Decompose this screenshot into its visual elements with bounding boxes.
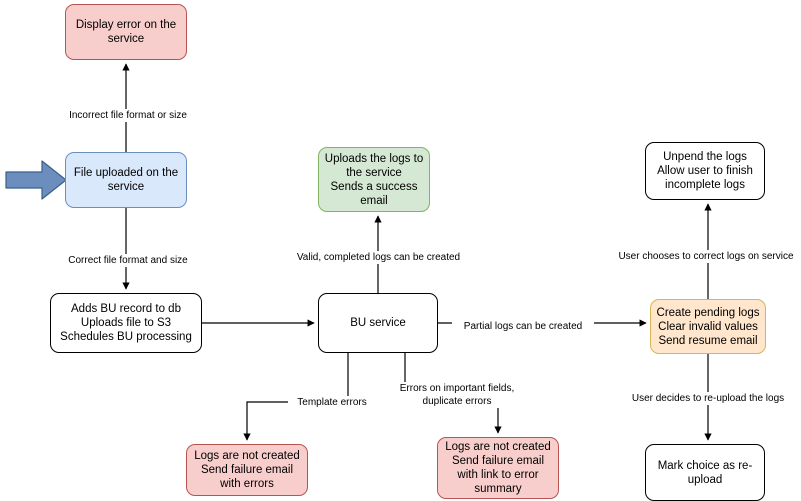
input-block-arrow-icon <box>5 160 67 200</box>
node-display-error[interactable]: Display error on the service <box>65 4 187 60</box>
node-bu-service[interactable]: BU service <box>318 293 438 353</box>
edge-label-errors-important: Errors on important fields, duplicate er… <box>390 382 524 408</box>
node-create-pending-logs[interactable]: Create pending logs Clear invalid values… <box>650 299 766 354</box>
node-adds-bu-record[interactable]: Adds BU record to db Uploads file to S3 … <box>50 293 202 353</box>
edge-label-user-chooses: User chooses to correct logs on service <box>606 250 801 263</box>
edge-label-user-redecides: User decides to re-upload the logs <box>618 392 798 405</box>
node-file-uploaded[interactable]: File uploaded on the service <box>65 152 187 208</box>
node-uploads-logs[interactable]: Uploads the logs to the service Sends a … <box>318 147 430 212</box>
edge-label-partial-logs: Partial logs can be created <box>452 320 594 333</box>
edge-label-template-errors: Template errors <box>288 396 376 409</box>
edge-label-valid-completed: Valid, completed logs can be created <box>284 251 473 264</box>
node-logs-not-created-template[interactable]: Logs are not created Send failure email … <box>186 444 308 496</box>
edge-label-incorrect-format: Incorrect file format or size <box>58 109 198 122</box>
edge-label-correct-format: Correct file format and size <box>58 254 198 267</box>
node-mark-choice[interactable]: Mark choice as re- upload <box>645 444 765 501</box>
node-logs-not-created-errors[interactable]: Logs are not created Send failure email … <box>437 437 559 499</box>
node-unpend-logs[interactable]: Unpend the logs Allow user to finish inc… <box>645 142 765 200</box>
